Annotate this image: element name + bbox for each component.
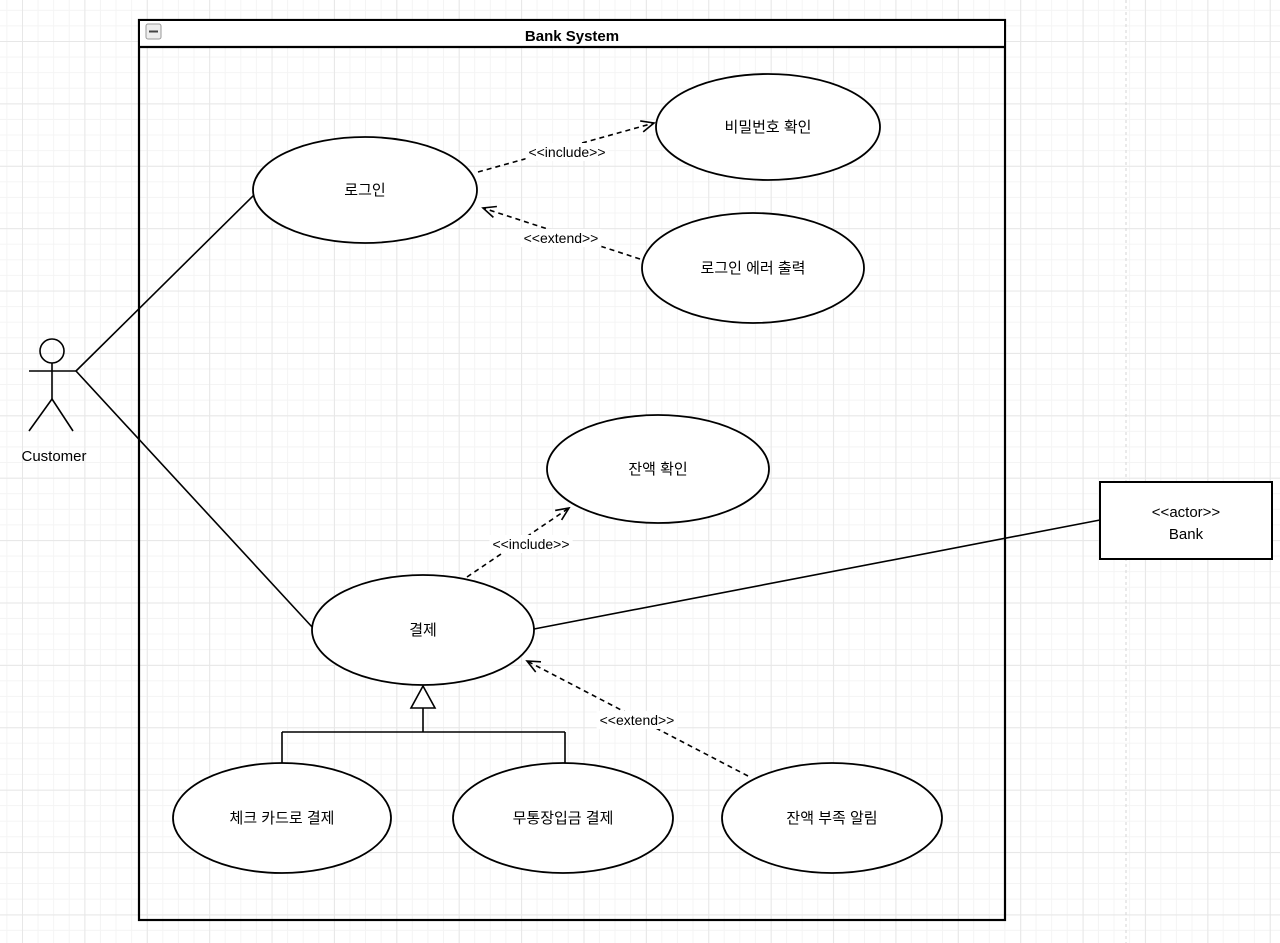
include-payment-balancecheck-label-text: <<include>> (492, 536, 569, 552)
open-arrowhead-icon (525, 660, 542, 673)
include-payment-balancecheck-label-bg (489, 535, 573, 553)
actor-customer-label: Customer (21, 448, 86, 465)
usecase-login-shape[interactable] (252, 136, 478, 244)
association-customer-payment[interactable] (75, 370, 314, 629)
actor-bank[interactable]: <<actor>> Bank (1099, 481, 1273, 560)
usecase-login-label: 로그인 (344, 182, 385, 199)
include-payment-balancecheck-edge[interactable] (466, 506, 571, 578)
include-payment-balancecheck-line[interactable] (466, 507, 570, 578)
usecase-bankbook-payment-label: 무통장입금 결제 (513, 810, 614, 827)
usecase-insufficient-balance-shape[interactable] (721, 762, 943, 874)
usecase-check-card-payment[interactable]: 체크 카드로 결제 (172, 762, 392, 874)
extend-loginerror-login-label-bg (520, 229, 602, 247)
usecase-check-card-payment-label: 체크 카드로 결제 (230, 810, 335, 827)
usecase-login-error-shape[interactable] (641, 212, 865, 324)
actor-leg-right (51, 398, 74, 432)
extend-insufficient-payment-label-bg (596, 711, 678, 729)
include-payment-balancecheck-label: <<include>> (489, 535, 573, 553)
open-arrowhead-icon (555, 506, 571, 521)
collapse-button[interactable] (145, 23, 162, 40)
usecase-balance-check-shape[interactable] (546, 414, 770, 524)
actor-leg-left (28, 398, 53, 432)
usecase-login[interactable]: 로그인 (252, 136, 478, 244)
extend-insufficient-payment-label-text: <<extend>> (600, 712, 675, 728)
actor-customer[interactable]: Customer (21, 338, 87, 465)
system-title: Bank System (525, 28, 619, 45)
usecase-password-check-shape[interactable] (655, 73, 881, 181)
extend-insufficient-payment-edge[interactable] (525, 660, 749, 777)
usecase-insufficient-balance-label: 잔액 부족 알림 (786, 810, 877, 827)
include-login-passwordcheck-label-text: <<include>> (528, 144, 605, 160)
open-arrowhead-icon (481, 205, 497, 218)
usecase-check-card-payment-shape[interactable] (172, 762, 392, 874)
open-arrowhead-icon (640, 120, 656, 133)
extend-insufficient-payment-label: <<extend>> (596, 711, 678, 729)
system-boundary[interactable]: Bank System (137, 18, 1007, 922)
include-login-passwordcheck-label: <<include>> (525, 143, 609, 161)
system-boundary-rect[interactable] (137, 18, 1007, 922)
usecase-insufficient-balance[interactable]: 잔액 부족 알림 (721, 762, 943, 874)
usecase-payment[interactable]: 결제 (311, 574, 535, 686)
actor-head (39, 338, 65, 364)
usecase-password-check-label: 비밀번호 확인 (725, 119, 812, 136)
usecase-bankbook-payment[interactable]: 무통장입금 결제 (452, 762, 674, 874)
usecase-balance-check[interactable]: 잔액 확인 (546, 414, 770, 524)
usecase-payment-shape[interactable] (311, 574, 535, 686)
association-customer-login[interactable] (75, 192, 257, 372)
include-login-passwordcheck-label-bg (525, 143, 609, 161)
extend-insufficient-payment-line[interactable] (526, 660, 749, 777)
actor-bank-label: Bank (1169, 526, 1204, 543)
extend-loginerror-login-label-text: <<extend>> (524, 230, 599, 246)
actor-bank-stereotype: <<actor>> (1152, 504, 1221, 521)
usecase-password-check[interactable]: 비밀번호 확인 (655, 73, 881, 181)
usecase-balance-check-label: 잔액 확인 (628, 461, 687, 478)
associations (75, 192, 1101, 630)
extend-loginerror-login-label: <<extend>> (520, 229, 602, 247)
generalization-tree[interactable] (281, 684, 566, 763)
usecase-bankbook-payment-shape[interactable] (452, 762, 674, 874)
system-title-bar (140, 21, 1004, 47)
generalization-triangle-icon (409, 684, 437, 709)
association-payment-bank[interactable] (533, 519, 1101, 630)
actor-bank-box[interactable] (1099, 481, 1273, 560)
usecase-login-error-label: 로그인 에러 출력 (701, 260, 806, 277)
usecase-login-error[interactable]: 로그인 에러 출력 (641, 212, 865, 324)
usecase-payment-label: 결제 (409, 622, 437, 639)
